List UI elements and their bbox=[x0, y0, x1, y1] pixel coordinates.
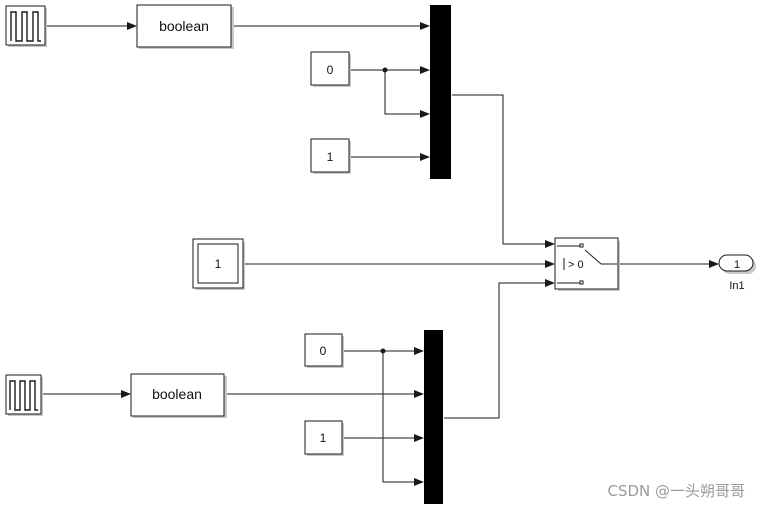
signal-lines bbox=[41, 22, 719, 486]
control-constant-block[interactable]: 1 bbox=[192, 238, 245, 290]
wire-const0-top-branch[interactable] bbox=[384, 70, 430, 118]
outport-name-label: In1 bbox=[729, 280, 744, 292]
data-type-conversion-block-top[interactable]: boolean bbox=[136, 4, 234, 49]
wire-mux-top-to-switch[interactable] bbox=[452, 94, 555, 248]
constant-block-0-top[interactable]: 0 bbox=[310, 51, 351, 87]
pulse-generator-icon bbox=[9, 380, 38, 411]
data-type-conversion-block-bottom[interactable]: boolean bbox=[130, 373, 227, 418]
switch-icon bbox=[557, 243, 617, 285]
constant-value: 1 bbox=[327, 150, 334, 164]
constant-value: 1 bbox=[320, 431, 327, 445]
outport-block[interactable]: 1 bbox=[718, 254, 756, 274]
switch-condition-label: > 0 bbox=[568, 259, 584, 271]
pulse-generator-block-top[interactable] bbox=[5, 5, 47, 47]
constant-block-0-bottom[interactable]: 0 bbox=[304, 333, 344, 368]
mux-block-bottom[interactable] bbox=[424, 330, 443, 504]
constant-block-1-bottom[interactable]: 1 bbox=[304, 420, 344, 456]
switch-block[interactable]: > 0 bbox=[554, 237, 620, 291]
watermark-text: CSDN @一头朔哥哥 bbox=[607, 482, 745, 500]
constant-value: 0 bbox=[320, 344, 327, 358]
pulse-generator-icon bbox=[10, 11, 41, 42]
wire-mux-bottom-to-switch[interactable] bbox=[444, 279, 555, 419]
constant-value: 1 bbox=[215, 257, 222, 271]
mux-block-top[interactable] bbox=[430, 5, 451, 179]
constant-block-1-top[interactable]: 1 bbox=[310, 138, 351, 174]
boolean-label: boolean bbox=[159, 18, 209, 34]
branch-point bbox=[382, 67, 388, 73]
outport-number: 1 bbox=[734, 259, 740, 271]
boolean-label: boolean bbox=[152, 386, 202, 402]
constant-value: 0 bbox=[327, 63, 334, 77]
wire-const0-bottom-branch[interactable] bbox=[382, 351, 424, 486]
branch-point bbox=[380, 348, 386, 354]
pulse-generator-block-bottom[interactable] bbox=[5, 374, 43, 416]
